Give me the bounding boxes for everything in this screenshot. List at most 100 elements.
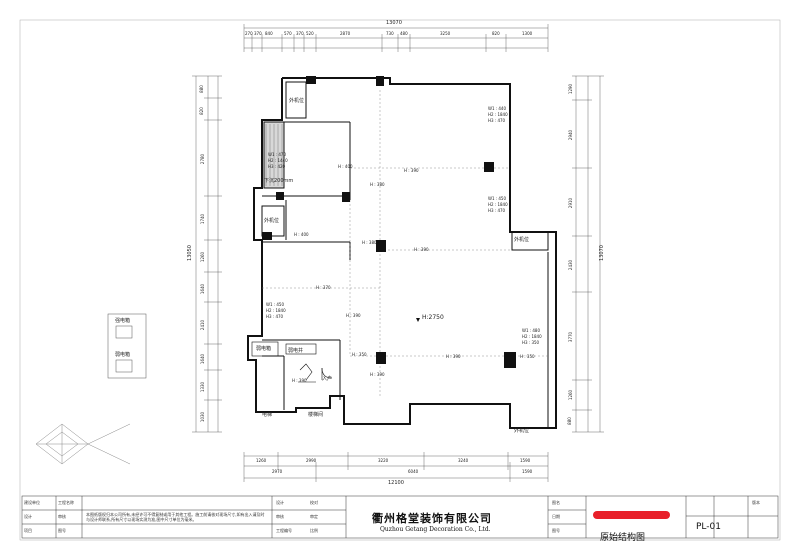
structural-columns bbox=[262, 76, 516, 368]
tb-field: 审定 bbox=[310, 514, 318, 519]
window-annotation: H3 : 470 bbox=[488, 118, 506, 123]
balcony-right bbox=[511, 231, 549, 251]
dim-right-seg: 2940 bbox=[568, 129, 574, 141]
dim-left-seg: 1740 bbox=[200, 213, 206, 225]
dim-bottom-seg: 6040 bbox=[408, 469, 419, 474]
window-annotation: W1 : 450 bbox=[266, 302, 285, 307]
bottom-dimensions bbox=[243, 452, 549, 482]
dim-top-seg: 370 bbox=[254, 31, 262, 36]
beam-label: H : 390 bbox=[292, 378, 307, 383]
tb-field: 设计 bbox=[24, 514, 32, 519]
dim-top-seg: 820 bbox=[492, 31, 500, 36]
dim-bottom-seg: 3220 bbox=[378, 458, 389, 463]
dim-top-seg: 1300 bbox=[522, 31, 533, 36]
beam-label: H : 390 bbox=[404, 168, 419, 173]
company-name-cn: 衢州格堂装饰有限公司 bbox=[372, 512, 492, 525]
redacted-stamp bbox=[593, 511, 670, 519]
tb-field: 日期 bbox=[552, 514, 560, 519]
dim-right-seg: 3770 bbox=[568, 331, 574, 343]
room-balcony-right: 外机位 bbox=[514, 237, 530, 243]
tb-field: 建设单位 bbox=[24, 500, 40, 505]
lower-room-hatch bbox=[265, 124, 283, 186]
dim-bottom-seg: 2970 bbox=[272, 469, 283, 474]
room-lower: 下沉200mm bbox=[264, 178, 294, 184]
tb-field: 图号 bbox=[58, 528, 66, 533]
window-annotation: H2 : 1440 bbox=[268, 158, 288, 163]
dim-bottom-seg: 1590 bbox=[522, 469, 533, 474]
balcony-left bbox=[261, 205, 285, 237]
tb-field: 版本 bbox=[752, 500, 760, 505]
tb-field: 图号 bbox=[552, 528, 560, 533]
dim-left-seg: 1640 bbox=[200, 283, 206, 295]
legend-box bbox=[107, 313, 147, 379]
dim-left-seg: 820 bbox=[198, 107, 204, 115]
window-annotation: H2 : 1840 bbox=[522, 334, 542, 339]
beam-label: H : 380 bbox=[370, 182, 385, 187]
window-annotation: W1 : 470 bbox=[268, 152, 287, 157]
tb-field: 图名 bbox=[552, 500, 560, 505]
dim-left-seg: 880 bbox=[198, 85, 204, 93]
dim-left-seg: 1330 bbox=[200, 381, 206, 393]
dim-right-total: 13070 bbox=[598, 245, 605, 261]
beam-label: H : 390 bbox=[346, 313, 361, 318]
dim-top-total: 13070 bbox=[386, 20, 402, 26]
dim-top-seg: 840 bbox=[265, 31, 273, 36]
room-balcony-top: 外机位 bbox=[289, 98, 305, 104]
tb-field: 审核 bbox=[276, 514, 284, 519]
beam-label: H : 400 bbox=[294, 232, 309, 237]
dim-top-seg: 370 bbox=[296, 31, 304, 36]
outer-walls bbox=[247, 77, 557, 429]
sheet-border bbox=[19, 19, 781, 541]
dim-right-seg: 2430 bbox=[568, 259, 574, 271]
sheet-title: 原始结构图 bbox=[600, 533, 646, 543]
beam-label: H : 390 bbox=[414, 247, 429, 252]
tb-field: 审核 bbox=[58, 514, 66, 519]
window-annotation: H2 : 1840 bbox=[488, 202, 508, 207]
legend-strong: 强电箱 bbox=[115, 318, 131, 324]
window-annotation: H3 : 470 bbox=[488, 208, 506, 213]
dim-left-seg: 1030 bbox=[200, 411, 206, 423]
beam-label: H : 400 bbox=[338, 164, 353, 169]
dim-bottom-seg: 1590 bbox=[520, 458, 531, 463]
legend-weak: 弱电箱 bbox=[115, 352, 131, 358]
window-annotation: W1 : 450 bbox=[488, 196, 507, 201]
window-annotation: W1 : 480 bbox=[522, 328, 541, 333]
window-annotation: W1 : 440 bbox=[488, 106, 507, 111]
dim-left-seg: 1640 bbox=[200, 353, 206, 365]
room-elevator: 电梯 bbox=[262, 412, 273, 418]
tb-field: 项目 bbox=[24, 528, 32, 533]
beam-label: H : 380 bbox=[362, 240, 377, 245]
dim-top-seg: 270 bbox=[245, 31, 253, 36]
ceiling-height-marker bbox=[416, 318, 420, 322]
company-logo-mark bbox=[35, 423, 131, 465]
beam-label: H : 350 bbox=[520, 354, 535, 359]
dim-top-seg: 2870 bbox=[340, 31, 351, 36]
room-balcony-left: 外机位 bbox=[264, 218, 280, 224]
balcony-top bbox=[285, 81, 307, 119]
tb-field: 工程编号 bbox=[276, 528, 292, 533]
window-annotation: H2 : 1840 bbox=[266, 308, 286, 313]
room-weak-box: 弱电箱 bbox=[256, 346, 272, 352]
beam-label: H : 350 bbox=[352, 352, 367, 357]
beam-label: H : 390 bbox=[446, 354, 461, 359]
tb-field: 设计 bbox=[276, 500, 284, 505]
room-weak-box2: 弱电井 bbox=[288, 348, 304, 354]
dim-left-total: 13050 bbox=[186, 245, 193, 261]
beam-label: H : 370 bbox=[316, 285, 331, 290]
dim-right-seg: 1260 bbox=[568, 389, 574, 401]
dim-bottom-seg: 3240 bbox=[458, 458, 469, 463]
dim-top-seg: 3250 bbox=[440, 31, 451, 36]
right-dimensions bbox=[572, 75, 604, 433]
beam-lines bbox=[262, 90, 548, 396]
dim-left-seg: 2410 bbox=[200, 319, 206, 331]
dim-top-seg: 570 bbox=[284, 31, 292, 36]
dim-left-seg: 1260 bbox=[200, 251, 206, 263]
window-annotation: H2 : 1840 bbox=[488, 112, 508, 117]
dim-top-seg: 480 bbox=[400, 31, 408, 36]
dim-right-seg: 1290 bbox=[568, 83, 574, 95]
dim-top-seg: 730 bbox=[386, 31, 394, 36]
top-dimensions bbox=[243, 24, 549, 52]
room-entry: 入户 bbox=[322, 376, 333, 382]
tb-field: 校对 bbox=[310, 500, 318, 505]
